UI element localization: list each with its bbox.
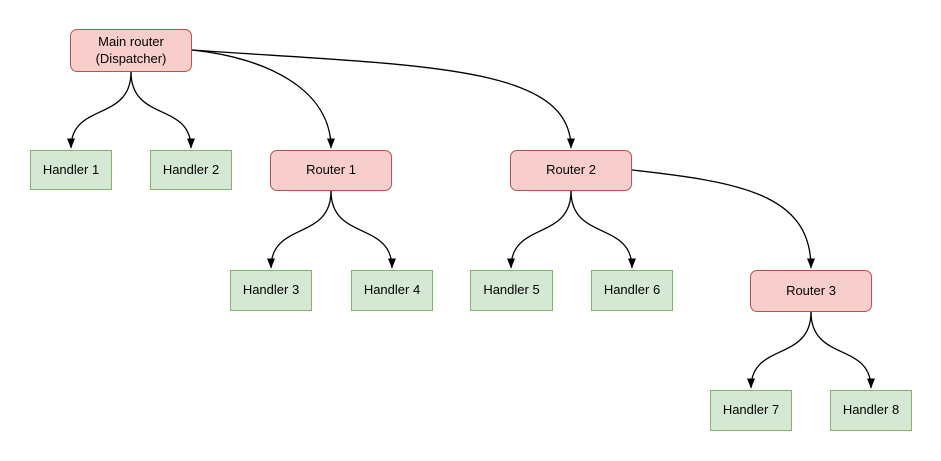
edge-main-router2	[191, 49, 575, 149]
node-router-2[interactable]: Router 2	[510, 150, 632, 191]
node-handler-7[interactable]: Handler 7	[710, 390, 792, 431]
edge-router1-handler3	[267, 190, 332, 269]
edge-router3-handler8	[810, 311, 875, 389]
edge-main-handler2	[130, 71, 195, 149]
node-handler-8[interactable]: Handler 8	[830, 390, 912, 431]
node-main-router-dispatcher[interactable]: Main router (Dispatcher)	[70, 29, 192, 72]
edge-main-router1	[191, 49, 335, 149]
edge-main-handler1	[67, 71, 132, 149]
edge-router1-handler4	[330, 190, 396, 269]
edge-router2-handler5	[507, 190, 572, 269]
node-handler-3[interactable]: Handler 3	[230, 270, 312, 311]
node-router-1[interactable]: Router 1	[270, 150, 392, 191]
node-handler-4[interactable]: Handler 4	[351, 270, 433, 311]
node-handler-1[interactable]: Handler 1	[30, 150, 112, 190]
edge-router2-handler6	[570, 190, 636, 269]
node-router-3[interactable]: Router 3	[750, 270, 872, 312]
node-handler-2[interactable]: Handler 2	[150, 150, 232, 190]
edge-router2-router3	[631, 169, 815, 269]
node-handler-5[interactable]: Handler 5	[470, 270, 553, 311]
node-handler-6[interactable]: Handler 6	[591, 270, 673, 311]
edge-router3-handler7	[747, 311, 812, 389]
